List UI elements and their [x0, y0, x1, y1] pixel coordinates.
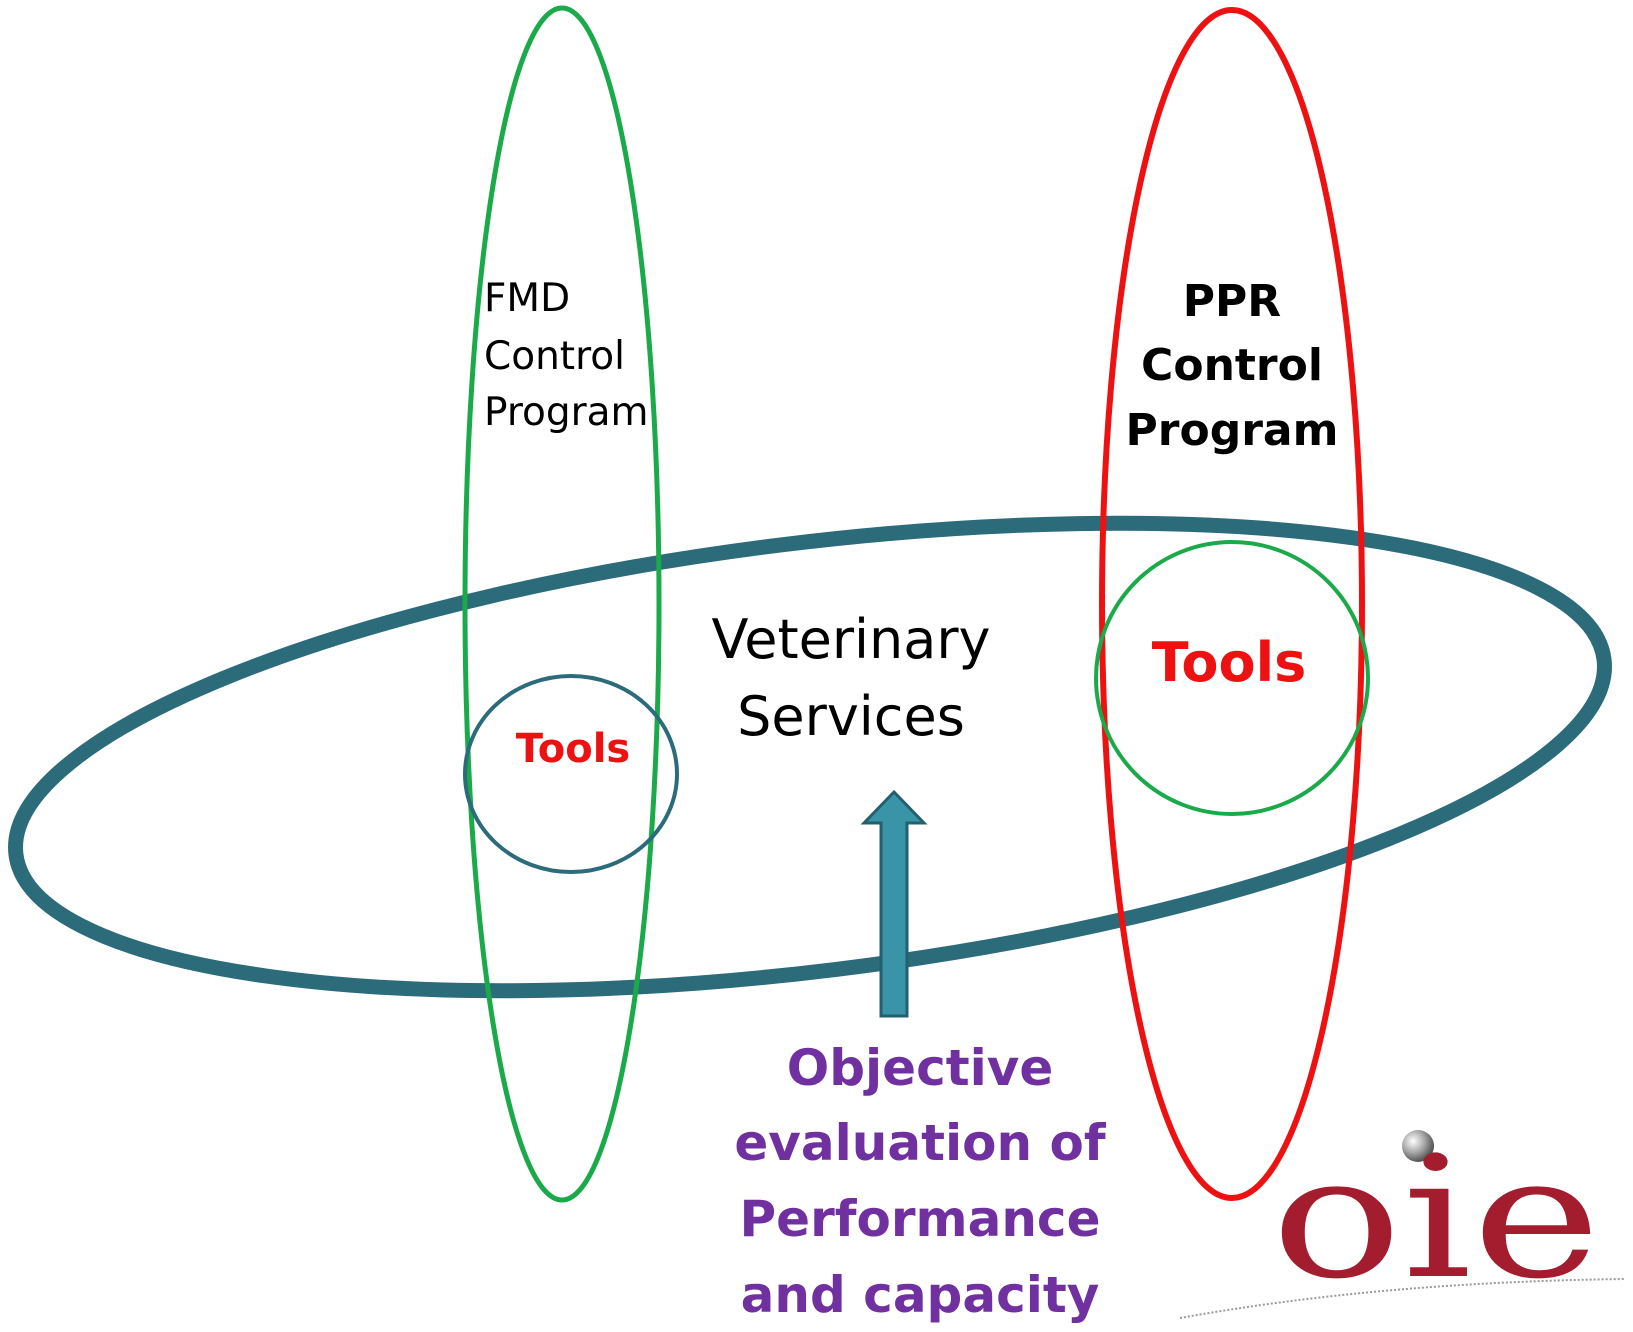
logo-swoosh	[1179, 1278, 1626, 1319]
ppr-label-line3: Program	[1126, 405, 1339, 456]
objective-line2: evaluation of	[734, 1114, 1106, 1172]
tools-label-left: Tools	[516, 726, 630, 772]
up-arrow-icon	[860, 789, 928, 1018]
tools-circle-left	[463, 674, 679, 874]
fmd-program-ellipse	[462, 5, 662, 1203]
fmd-label-line1: FMD	[484, 276, 570, 321]
vet-services-line1: Veterinary	[711, 608, 990, 671]
ppr-label-line1: PPR	[1183, 276, 1281, 327]
oie-logo: oie	[1179, 1120, 1626, 1319]
objective-line1: Objective	[787, 1039, 1054, 1097]
globe-icon	[1402, 1130, 1434, 1162]
tools-circle-right	[1094, 540, 1370, 816]
tools-label-right: Tools	[1152, 631, 1307, 694]
oie-logo-text: oie	[1271, 1120, 1601, 1316]
ppr-program-ellipse	[1099, 7, 1365, 1201]
vet-services-line2: Services	[737, 685, 965, 748]
ppr-label-line2: Control	[1141, 340, 1323, 391]
fmd-label-line3: Program	[484, 390, 649, 435]
objective-line4: and capacity	[741, 1266, 1100, 1324]
fmd-label-line2: Control	[484, 334, 625, 379]
objective-line3: Performance	[740, 1190, 1101, 1248]
veterinary-services-ellipse	[8, 515, 1612, 999]
